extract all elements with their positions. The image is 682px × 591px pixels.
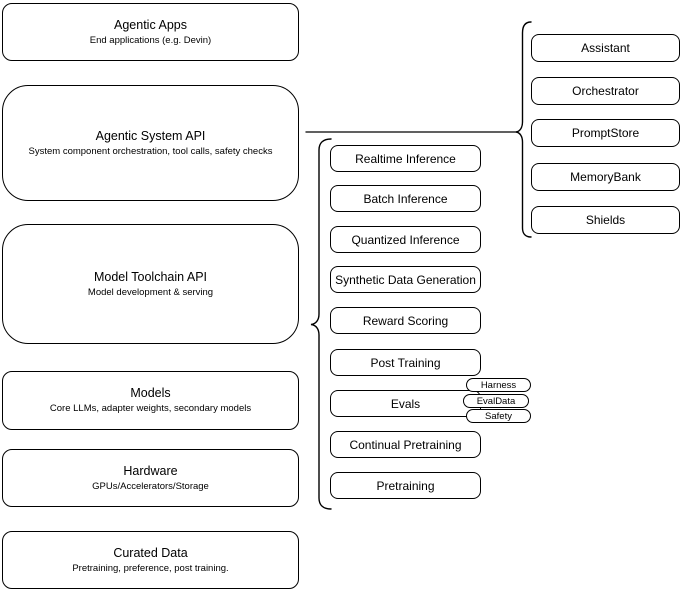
box-curated-data: Curated Data Pretraining, preference, po… — [2, 531, 299, 589]
box-subtitle: Pretraining, preference, post training. — [72, 562, 229, 574]
box-subtitle: System component orchestration, tool cal… — [28, 145, 273, 157]
tag-safety: Safety — [466, 409, 531, 423]
box-title: Curated Data — [113, 545, 188, 560]
box-title: Agentic System API — [95, 128, 206, 143]
box-quantized-inference: Quantized Inference — [330, 226, 481, 253]
box-continual-pretraining: Continual Pretraining — [330, 431, 481, 458]
box-subtitle: Core LLMs, adapter weights, secondary mo… — [49, 403, 252, 414]
box-synthetic-data-generation: Synthetic Data Generation — [330, 266, 481, 293]
box-promptstore: PromptStore — [531, 119, 680, 147]
box-subtitle: End applications (e.g. Devin) — [89, 34, 212, 46]
box-batch-inference: Batch Inference — [330, 185, 481, 212]
box-orchestrator: Orchestrator — [531, 77, 680, 105]
box-post-training: Post Training — [330, 349, 481, 376]
box-title: Hardware — [123, 463, 178, 478]
box-assistant: Assistant — [531, 34, 680, 62]
box-shields: Shields — [531, 206, 680, 234]
box-subtitle: GPUs/Accelerators/Storage — [92, 480, 209, 492]
tag-harness: Harness — [466, 378, 531, 392]
box-reward-scoring: Reward Scoring — [330, 307, 481, 334]
box-models: Models Core LLMs, adapter weights, secon… — [2, 371, 299, 430]
box-agentic-apps: Agentic Apps End applications (e.g. Devi… — [2, 3, 299, 61]
box-evals: Evals — [330, 390, 481, 417]
box-hardware: Hardware GPUs/Accelerators/Storage — [2, 449, 299, 507]
box-title: Agentic Apps — [114, 17, 187, 32]
box-pretraining: Pretraining — [330, 472, 481, 499]
box-subtitle: Model development & serving — [87, 286, 214, 298]
tag-evaldata: EvalData — [463, 394, 529, 408]
toolchain-brace — [310, 138, 332, 510]
box-title: Models — [130, 386, 171, 400]
box-model-toolchain-api: Model Toolchain API Model development & … — [2, 224, 299, 344]
box-agentic-system-api: Agentic System API System component orch… — [2, 85, 299, 201]
system-brace — [515, 21, 532, 238]
box-memorybank: MemoryBank — [531, 163, 680, 191]
box-realtime-inference: Realtime Inference — [330, 145, 481, 172]
box-title: Model Toolchain API — [93, 269, 208, 284]
